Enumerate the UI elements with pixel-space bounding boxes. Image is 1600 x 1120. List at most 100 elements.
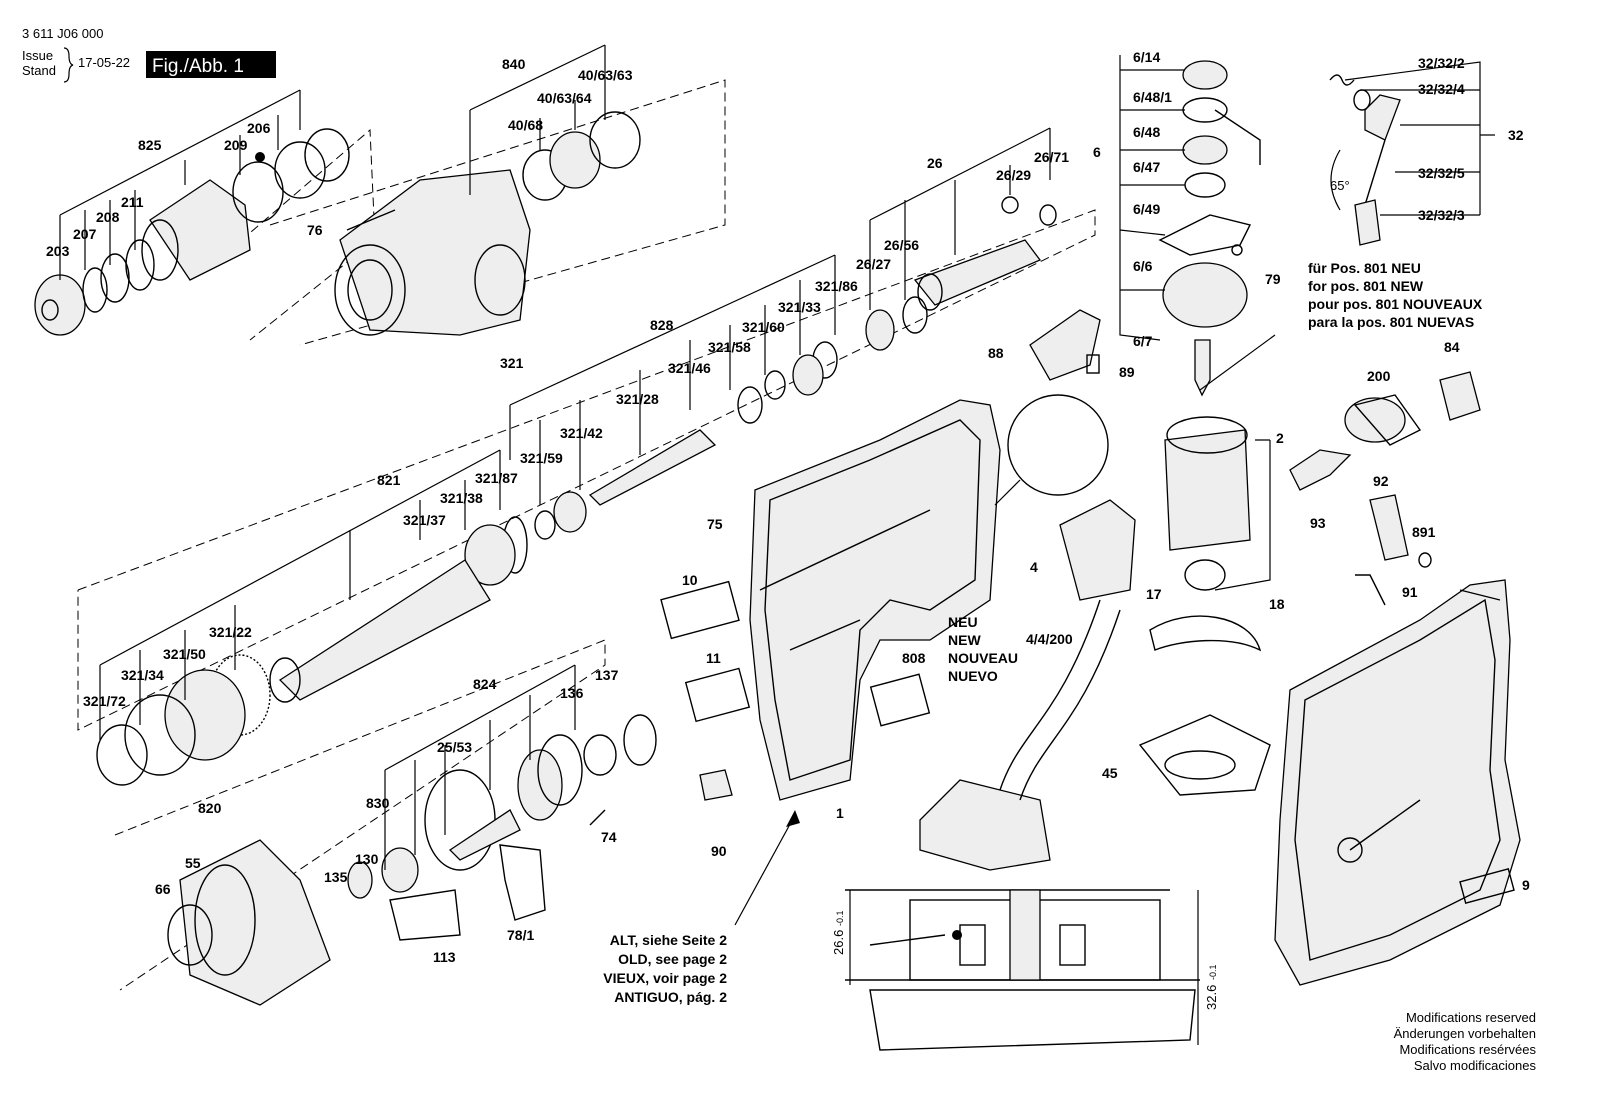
part-label: 824 — [473, 676, 497, 692]
part-label: 321/50 — [163, 646, 206, 662]
note-line: para la pos. 801 NUEVAS — [1308, 314, 1474, 330]
part-label: 321/60 — [742, 319, 785, 335]
part-label: 2 — [1276, 430, 1284, 446]
part-label: 321/46 — [668, 360, 711, 376]
part-label: 75 — [707, 516, 723, 532]
stand-label: Stand — [22, 63, 56, 78]
part-label: 321 — [500, 355, 524, 371]
part-label: 91 — [1402, 584, 1418, 600]
part-label: 9 — [1522, 877, 1530, 893]
new-parts-note: für Pos. 801 NEU for pos. 801 NEW pour p… — [1308, 260, 1483, 330]
note-line: für Pos. 801 NEU — [1308, 260, 1421, 276]
part-label: 4/4/200 — [1026, 631, 1073, 647]
part-label: 321/58 — [708, 339, 751, 355]
old-version-note: ALT, siehe Seite 2 OLD, see page 2 VIEUX… — [603, 932, 727, 1005]
part-label: 208 — [96, 209, 120, 225]
note-line: ALT, siehe Seite 2 — [610, 932, 727, 948]
figure-label-box — [146, 51, 276, 78]
part-label: 32/32/2 — [1418, 55, 1465, 71]
part-label: 321/38 — [440, 490, 483, 506]
dim-right-tol: -0.1 — [1208, 964, 1218, 980]
part-label: 6/14 — [1133, 49, 1160, 65]
part-label: 891 — [1412, 524, 1436, 540]
footer-notice: Modifications reserved Änderungen vorbeh… — [1394, 1010, 1537, 1073]
part-label: 321/59 — [520, 450, 563, 466]
part-label: 89 — [1119, 364, 1135, 380]
part-label: 207 — [73, 226, 97, 242]
section-detail — [845, 889, 1200, 1051]
part-label: 18 — [1269, 596, 1285, 612]
part-label: 32/32/4 — [1418, 81, 1465, 97]
part-label: 32/32/5 — [1418, 165, 1465, 181]
part-label: 6/6 — [1133, 258, 1153, 274]
part-label: 135 — [324, 869, 348, 885]
new-housing-note: NEU NEW NOUVEAU NUEVO — [948, 614, 1018, 684]
part-label: 93 — [1310, 515, 1326, 531]
note-line: NOUVEAU — [948, 650, 1018, 666]
part-label: 203 — [46, 243, 70, 259]
part-label: 84 — [1444, 339, 1460, 355]
part-label: 321/34 — [121, 667, 164, 683]
footer-line: Modifications reserved — [1406, 1010, 1536, 1025]
part-label: 825 — [138, 137, 162, 153]
footer-line: Änderungen vorbehalten — [1394, 1026, 1536, 1041]
figure-label: Fig./Abb. 1 — [152, 56, 244, 77]
part-label: 321/72 — [83, 693, 126, 709]
note-line: OLD, see page 2 — [618, 951, 727, 967]
doc-number: 3 611 J06 000 — [22, 26, 103, 41]
footer-line: Salvo modificaciones — [1414, 1058, 1537, 1073]
part-label: 321/42 — [560, 425, 603, 441]
part-label: 76 — [307, 222, 323, 238]
part-labels: 840 40/63/63 40/63/64 40/68 825 206 209 … — [46, 49, 1530, 965]
part-label: 209 — [224, 137, 248, 153]
part-label: 113 — [433, 949, 456, 965]
part-label: 840 — [502, 56, 526, 72]
dim-left: 26.6 — [831, 930, 846, 955]
part-label: 130 — [355, 851, 379, 867]
part-label: 6/47 — [1133, 159, 1160, 175]
note-line: pour pos. 801 NOUVEAUX — [1308, 296, 1483, 312]
dim-right: 32.6 — [1204, 985, 1219, 1010]
footer-line: Modifications resérvées — [1399, 1042, 1536, 1057]
part-label: 40/63/63 — [578, 67, 633, 83]
part-label: 17 — [1146, 586, 1162, 602]
issue-date: 17-05-22 — [78, 55, 130, 70]
part-label: 25/53 — [437, 739, 472, 755]
part-label: 137 — [595, 667, 619, 683]
part-label: 66 — [155, 881, 171, 897]
part-label: 79 — [1265, 271, 1281, 287]
part-label: 90 — [711, 843, 727, 859]
part-label: 40/63/64 — [537, 90, 592, 106]
part-label: 10 — [682, 572, 698, 588]
part-label: 88 — [988, 345, 1004, 361]
part-label: 6/7 — [1133, 333, 1153, 349]
part-label: 78/1 — [507, 927, 534, 943]
part-label: 11 — [706, 650, 721, 666]
part-label: 808 — [902, 650, 926, 666]
part-label: 321/87 — [475, 470, 518, 486]
part-label: 321/33 — [778, 299, 821, 315]
part-label: 830 — [366, 795, 390, 811]
part-label: 74 — [601, 829, 617, 845]
angle-label: 65° — [1330, 178, 1350, 193]
part-label: 321/37 — [403, 512, 446, 528]
part-label: 26 — [927, 155, 943, 171]
note-line: for pos. 801 NEW — [1308, 278, 1424, 294]
note-line: NEW — [948, 632, 981, 648]
part-label: 820 — [198, 800, 222, 816]
note-line: ANTIGUO, pág. 2 — [614, 989, 727, 1005]
issue-label: Issue — [22, 48, 53, 63]
part-label: 32 — [1508, 127, 1524, 143]
part-label: 55 — [185, 855, 201, 871]
part-label: 321/28 — [616, 391, 659, 407]
part-label: 200 — [1367, 368, 1391, 384]
note-line: NEU — [948, 614, 978, 630]
part-label: 6 — [1093, 144, 1101, 160]
part-label: 821 — [377, 472, 401, 488]
part-label: 211 — [121, 194, 144, 210]
part-label: 4 — [1030, 559, 1038, 575]
part-label: 206 — [247, 120, 271, 136]
main-housing — [749, 399, 1001, 801]
part-label: 26/29 — [996, 167, 1031, 183]
dim-left-tol: -0.1 — [835, 910, 845, 926]
